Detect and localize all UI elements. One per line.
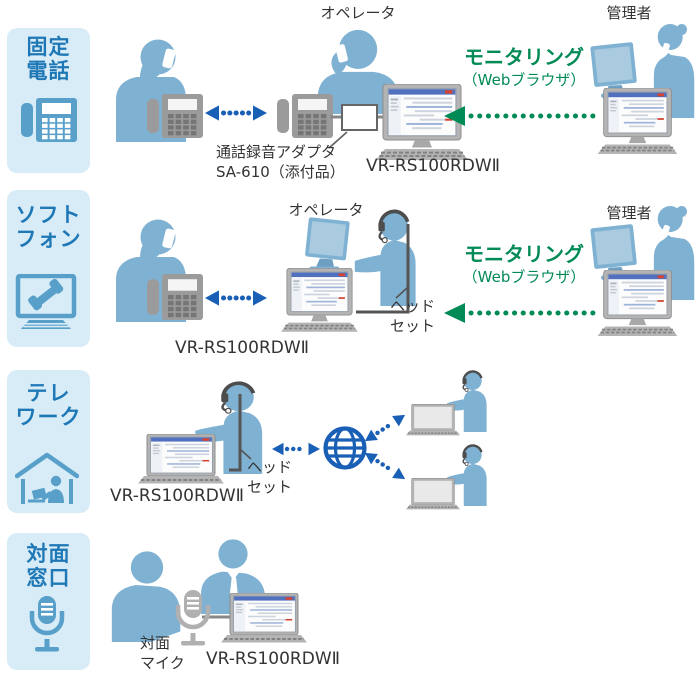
operator-desk-phone-icon — [277, 94, 333, 138]
microphone-icon — [27, 596, 67, 654]
monitoring-label: モニタリング — [464, 45, 584, 69]
call-arrow — [272, 440, 320, 458]
device-label: VR-RS100RDWⅡ — [110, 486, 245, 506]
manager-pc-icon — [596, 88, 679, 154]
counter-laptop-icon — [221, 593, 307, 643]
monitoring-arrow — [444, 300, 602, 326]
headset-label: ヘッド セット — [390, 297, 436, 335]
telework-house-icon — [15, 452, 79, 506]
customer-desk-phone-icon — [147, 94, 203, 138]
manager-pc-icon — [596, 270, 679, 336]
softphone-icon — [13, 274, 79, 330]
adapter-label: 通話録音アダプタ SA-610（添付品） — [216, 143, 345, 181]
adapter-pointer-line — [328, 131, 348, 149]
operator-pc-icon — [281, 268, 358, 332]
web-browser-label: （Webブラウザ） — [462, 268, 586, 286]
recording-adapter-box — [341, 104, 378, 131]
operator-second-monitor-icon — [304, 217, 350, 271]
face-mic-label: 対面 マイク — [140, 634, 185, 672]
telework-laptop-icon — [138, 434, 224, 484]
remote-laptop-icon — [406, 404, 460, 436]
fixed-phone-label: 固定 電話 — [26, 35, 71, 83]
remote-laptop-icon — [406, 478, 460, 510]
device-label: VR-RS100RDWⅡ — [366, 156, 501, 176]
telework-label: テレ ワーク — [15, 381, 82, 429]
monitoring-label: モニタリング — [464, 242, 584, 266]
headset-pointer-line — [395, 287, 408, 299]
headset-label: ヘッド セット — [247, 458, 293, 496]
web-browser-label: （Webブラウザ） — [462, 71, 586, 89]
operator-label: オペレータ — [288, 201, 364, 219]
headset-cable — [229, 394, 242, 472]
counter-label: 対面 窓口 — [26, 542, 71, 590]
headset-cable — [356, 224, 410, 314]
device-label: VR-RS100RDWⅡ — [205, 649, 341, 669]
softphone-label: ソフト フォン — [15, 203, 82, 251]
call-arrow — [205, 287, 267, 309]
headset-pointer-line — [240, 449, 252, 460]
desk-phone-icon — [21, 98, 77, 142]
device-label: VR-RS100RDWⅡ — [175, 338, 310, 358]
manager-label: 管理者 — [606, 204, 652, 222]
call-arrow — [205, 102, 267, 124]
monitoring-arrow — [444, 103, 602, 129]
usecase-panel-telework — [7, 370, 90, 513]
operator-label: オペレータ — [320, 4, 396, 22]
manager-label: 管理者 — [606, 4, 652, 22]
call-arrow — [360, 407, 410, 448]
customer-desk-phone-icon — [147, 274, 203, 320]
